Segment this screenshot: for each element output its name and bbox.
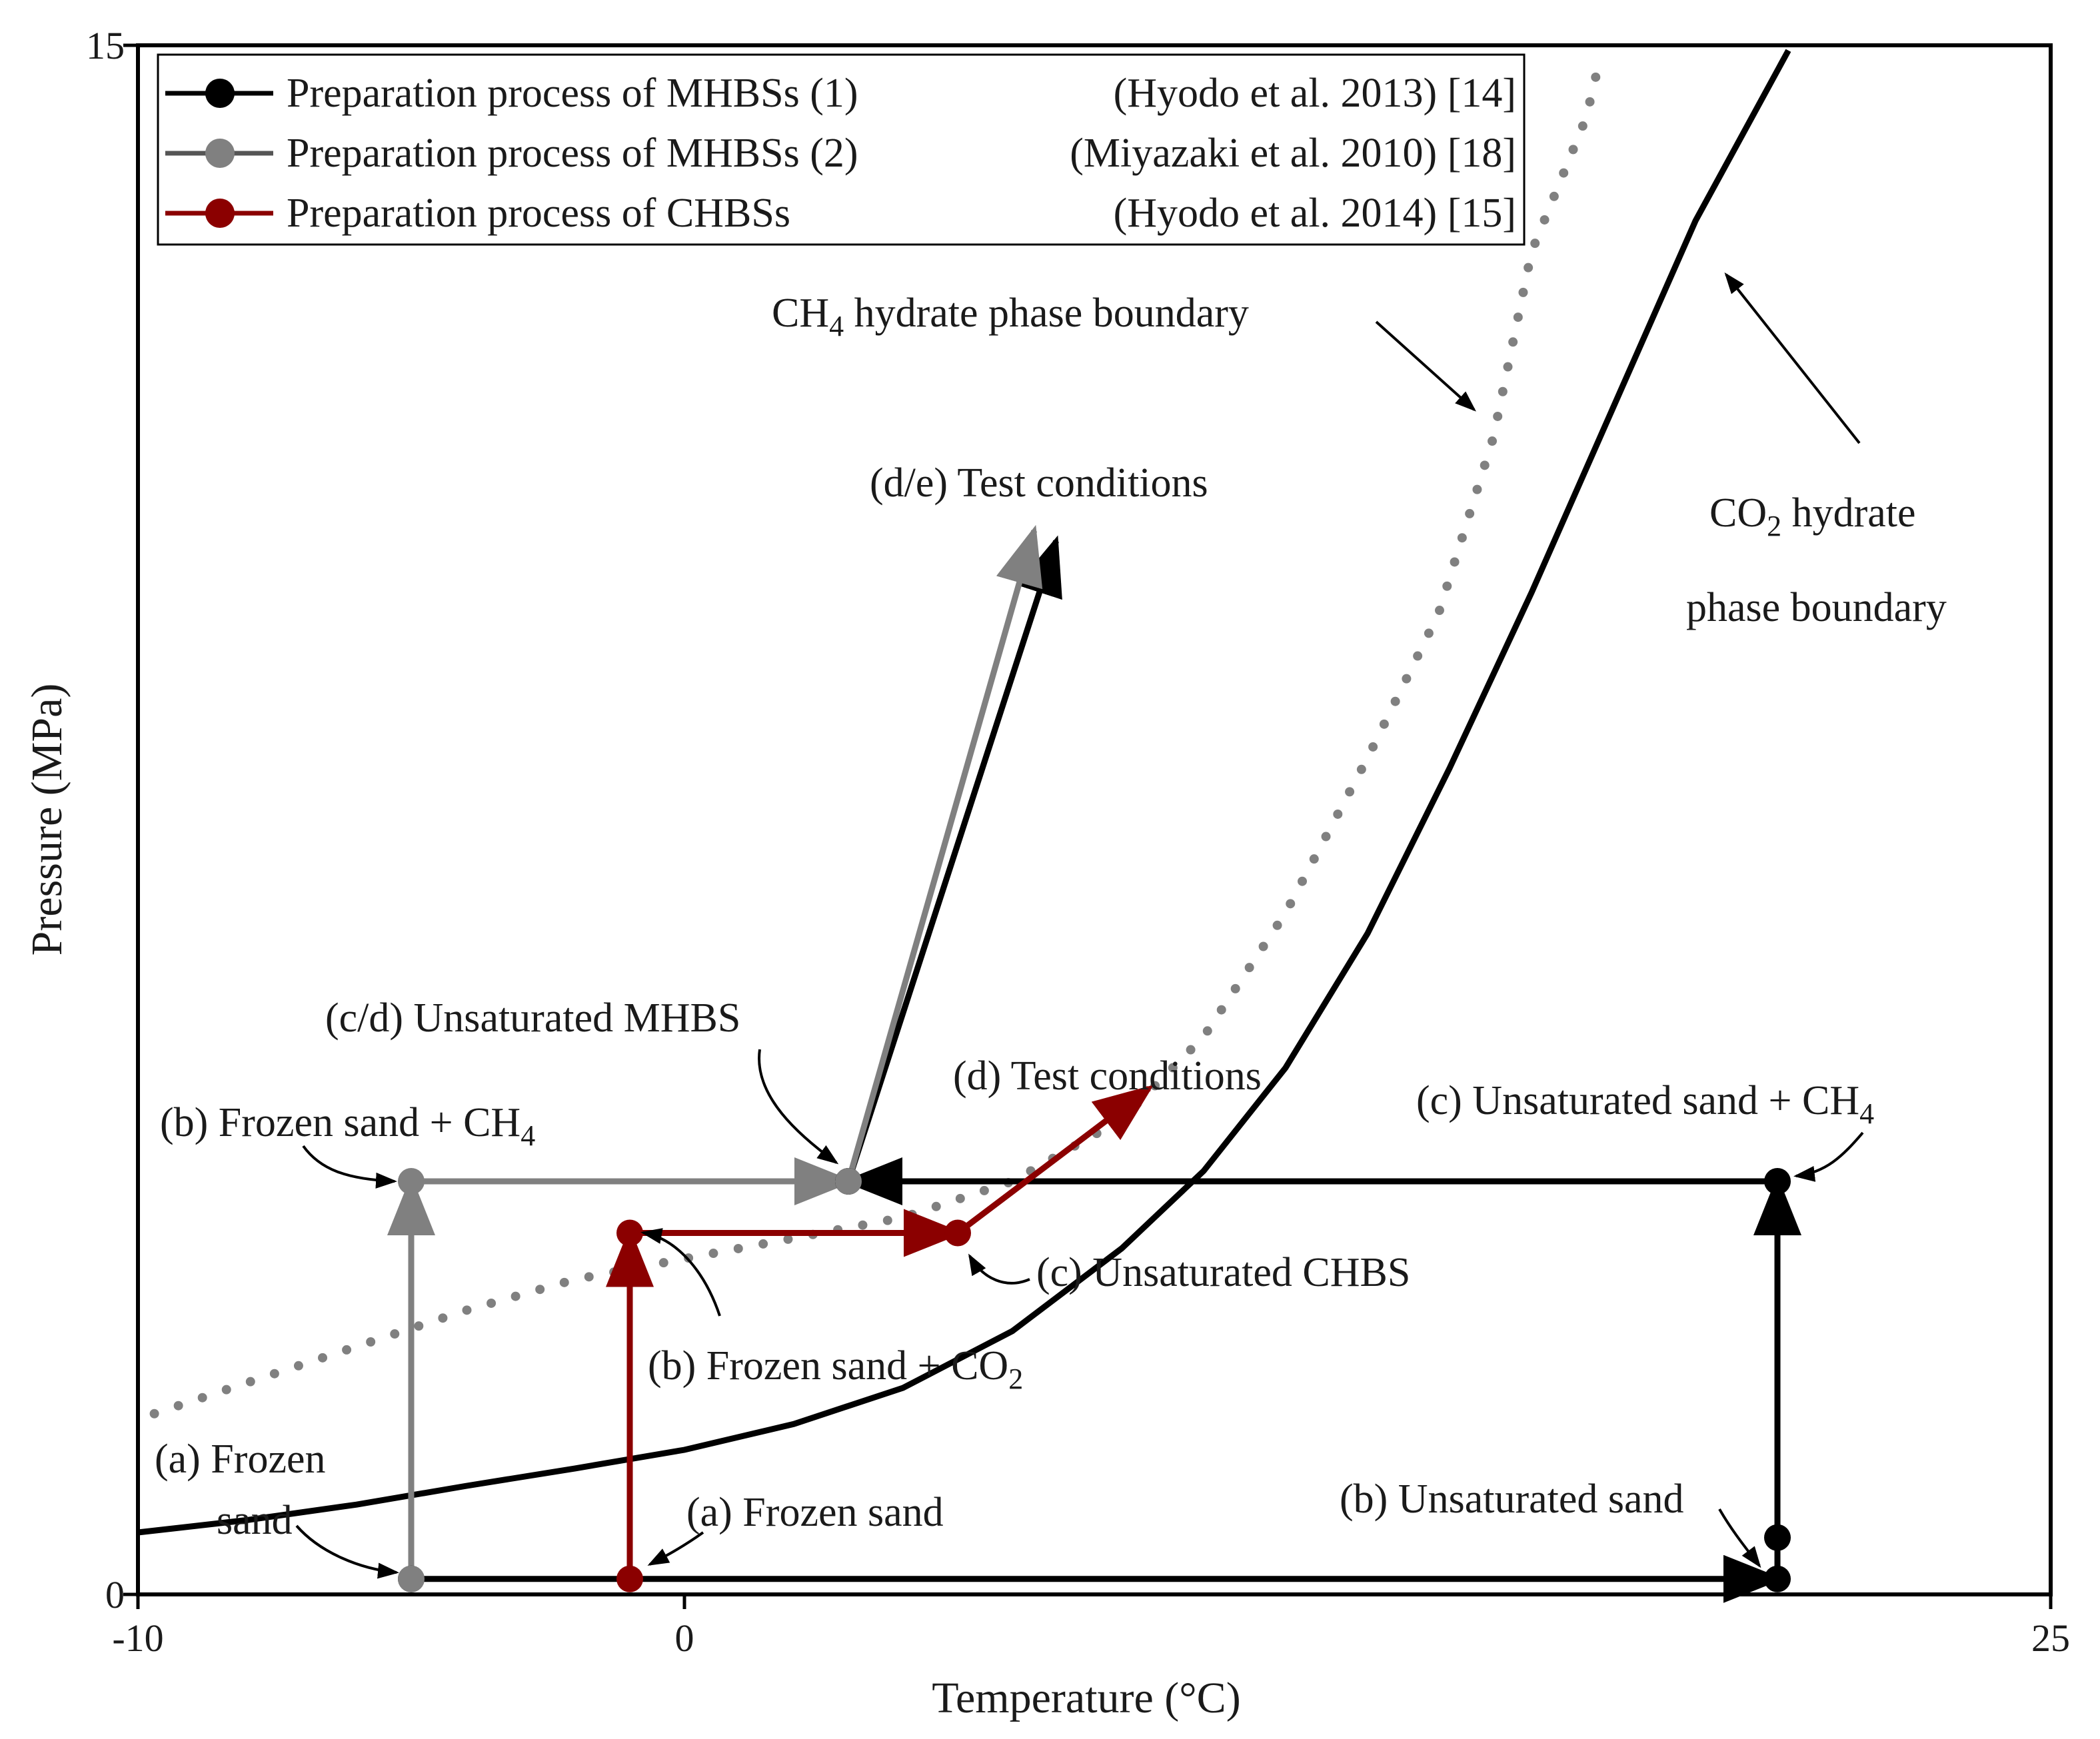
annotation-co2-boundary-line2: phase boundary (1686, 585, 1947, 630)
x-tick-label-0: -10 (112, 1616, 163, 1660)
legend-entry-chbs: Preparation process of CHBSs (Hyodo et a… (165, 191, 1516, 236)
series-1-point-0 (398, 1565, 425, 1592)
annotation-a-frozen-left-line1: (a) Frozen (155, 1437, 325, 1482)
y-tick-label-1: 15 (86, 24, 125, 67)
annotation-cd-unsaturated-mhbs: (c/d) Unsaturated MHBS (325, 995, 740, 1041)
pointer-unsaturated-mhbs (758, 1049, 839, 1165)
legend-label-mhbs-1: Preparation process of MHBSs (1) (287, 71, 858, 116)
ch4-hydrate-boundary-line (149, 66, 1602, 1419)
legend-ref-mhbs-1: (Hyodo et al. 2013) [14] (1114, 71, 1516, 116)
pointer-co2-boundary (1724, 272, 1861, 444)
y-axis-label: Pressure (MPa) (23, 684, 71, 956)
annotation-a-frozen-left-line2: sand (217, 1498, 293, 1543)
pointer-frozen-co2 (640, 1228, 721, 1317)
annotation-a-frozen-sand-right: (a) Frozen sand (686, 1490, 944, 1535)
x-tick-label-1: 0 (675, 1616, 694, 1660)
annotation-b-frozen-sand-ch4: (b) Frozen sand + CH4 (160, 1100, 535, 1152)
series-1-arrow-2 (845, 524, 1043, 1183)
legend-entry-mhbs-2: Preparation process of MHBSs (2) (Miyaza… (165, 131, 1516, 176)
annotation-co2-boundary-line1: CO2 hydrate (1709, 490, 1916, 542)
co2-hydrate-boundary-line (137, 49, 1791, 1536)
annotation-d-test-conditions: (d) Test conditions (953, 1053, 1262, 1099)
series-0-arrow-3 (845, 535, 1062, 1183)
annotation-ch4-boundary: CH4 hydrate phase boundary (772, 290, 1249, 342)
annotation-pointers (295, 272, 1864, 1579)
pointer-unsaturated-sand (1718, 1508, 1761, 1568)
series-2-point-2 (944, 1219, 971, 1247)
annotation-de-test-conditions: (d/e) Test conditions (870, 460, 1208, 506)
legend-label-chbs: Preparation process of CHBSs (287, 191, 790, 236)
y-tick-label-0: 0 (105, 1573, 125, 1616)
pointer-unsaturated-chbs (968, 1253, 1030, 1285)
pointer-ch4-boundary (1375, 320, 1476, 412)
legend-ref-mhbs-2: (Miyazaki et al. 2010) [18] (1070, 131, 1516, 176)
process-paths (387, 524, 1801, 1603)
x-tick-label-2: 25 (2031, 1616, 2070, 1660)
annotation-c-unsaturated-sand-ch4: (c) Unsaturated sand + CH4 (1416, 1078, 1874, 1130)
legend: Preparation process of MHBSs (1) (Hyodo … (157, 53, 1526, 246)
series-0-point-2 (1764, 1524, 1791, 1551)
series-0-point-1 (1764, 1565, 1791, 1592)
series-2-point-0 (616, 1565, 643, 1592)
series-1-point-2 (835, 1168, 862, 1195)
plot-frame (136, 43, 2053, 1596)
series-2-point-1 (616, 1219, 643, 1247)
annotation-b-unsaturated-sand: (b) Unsaturated sand (1340, 1476, 1684, 1522)
pointer-frozen-ch4 (302, 1145, 397, 1189)
annotation-b-frozen-sand-co2: (b) Frozen sand + CO2 (648, 1343, 1023, 1395)
pointer-unsaturated-sand-ch4 (1793, 1131, 1864, 1182)
pointer-a-frozen-sand-right (647, 1531, 704, 1566)
x-axis-label: Temperature (°C) (932, 1674, 1240, 1722)
legend-label-mhbs-2: Preparation process of MHBSs (2) (287, 131, 858, 176)
series-2-arrow-2 (956, 1085, 1154, 1236)
series-1-point-1 (398, 1168, 425, 1195)
series-0-point-3 (1764, 1168, 1791, 1195)
pointer-a-frozen-sand-left (295, 1524, 399, 1579)
legend-ref-chbs: (Hyodo et al. 2014) [15] (1114, 191, 1516, 236)
legend-box (157, 53, 1526, 246)
legend-entry-mhbs-1: Preparation process of MHBSs (1) (Hyodo … (165, 71, 1516, 116)
annotation-c-unsaturated-chbs: (c) Unsaturated CHBS (1036, 1250, 1410, 1295)
annotations: CH4 hydrate phase boundary CO2 hydrate p… (155, 290, 1947, 1543)
